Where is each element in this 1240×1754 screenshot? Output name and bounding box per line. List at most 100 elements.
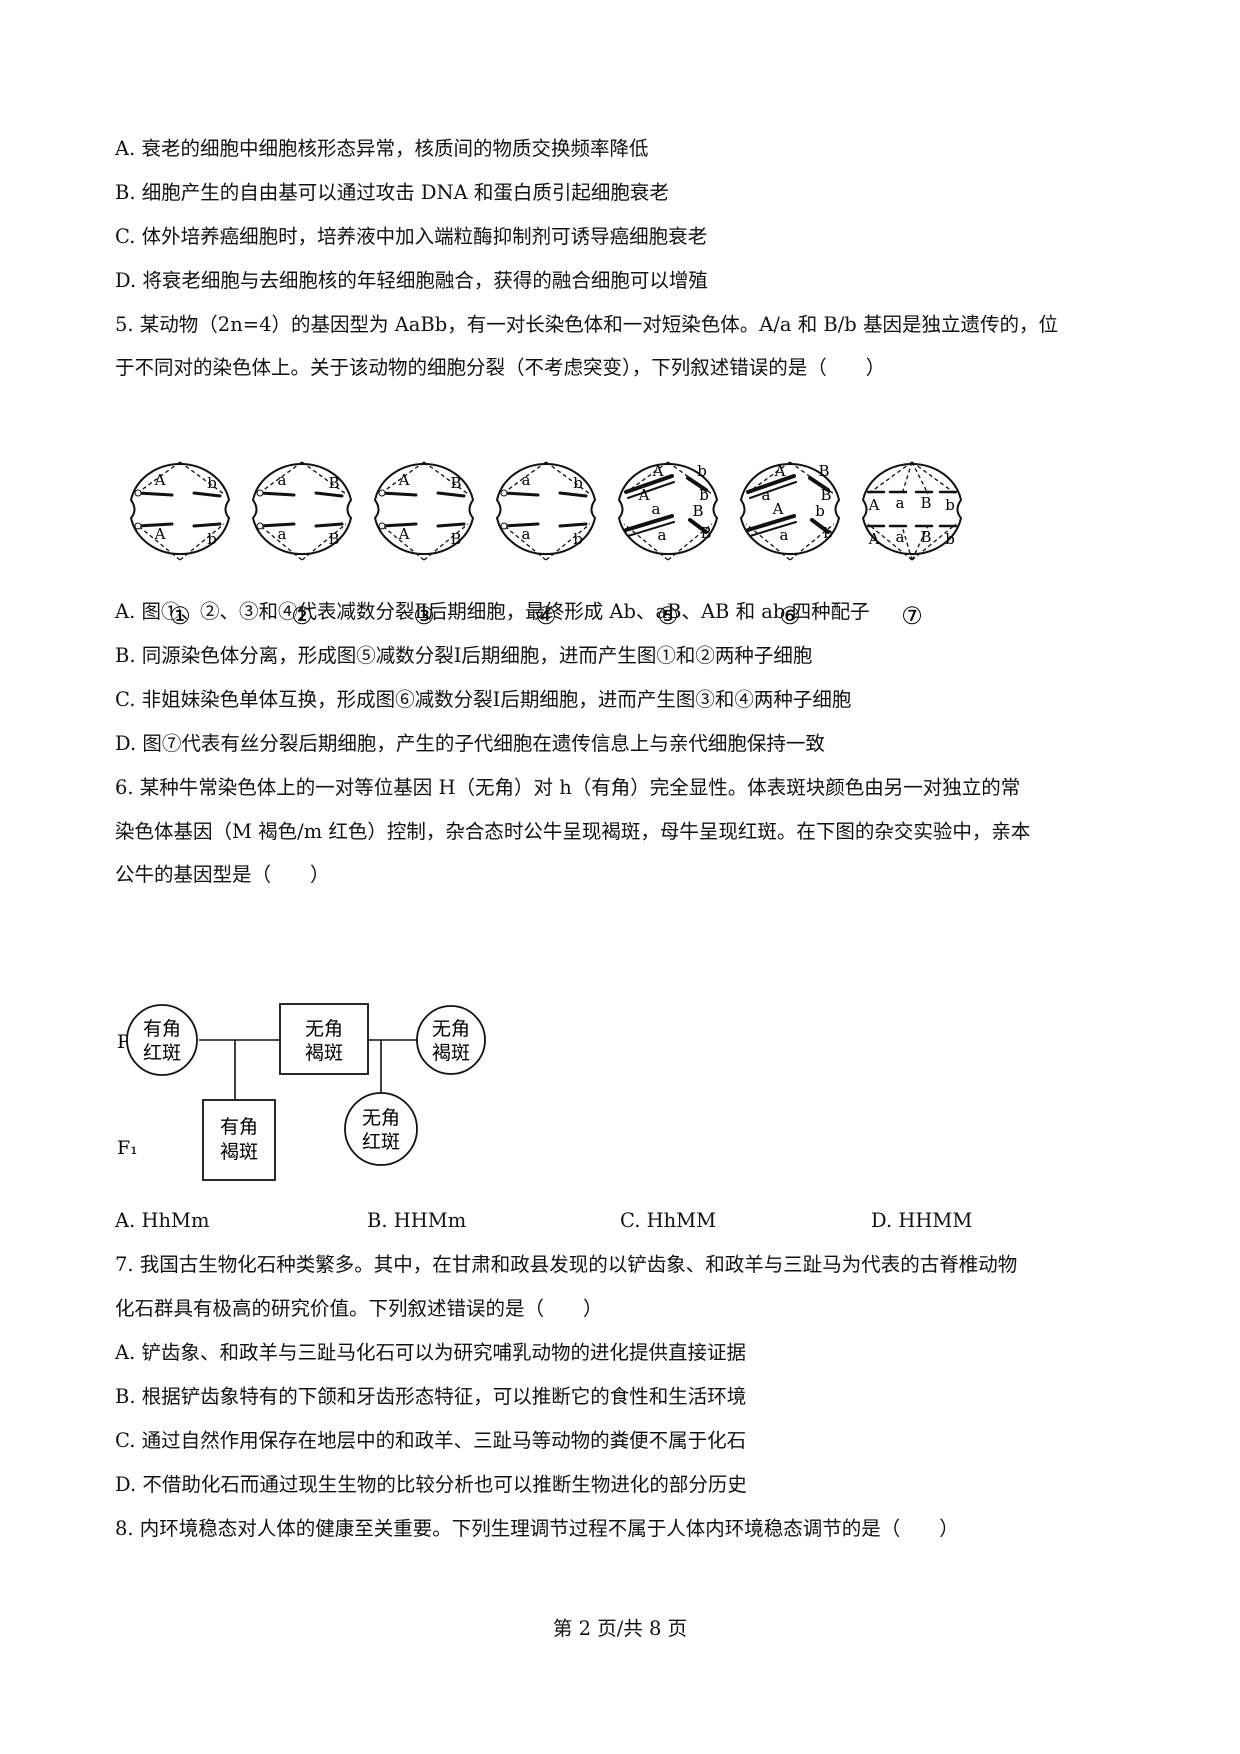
gene-label: a	[780, 526, 789, 544]
chromosome	[380, 491, 418, 497]
spindle-fiber	[911, 461, 957, 495]
figure-number-6: ⑥	[779, 602, 801, 630]
figure-number-4: ④	[535, 602, 557, 630]
gene-label: A	[868, 496, 880, 514]
q7-option-a: A. 铲齿象、和政羊与三趾马化石可以为研究哺乳动物的进化提供直接证据	[115, 1341, 746, 1364]
q6-stem-line1: 6. 某种牛常染色体上的一对等位基因 H（无角）对 h（有角）完全显性。体表斑块…	[115, 776, 1021, 799]
chromosome	[810, 518, 830, 534]
gene-label: b	[697, 462, 707, 480]
spindle-fiber	[135, 461, 181, 495]
cell-outline-2	[251, 462, 353, 556]
gene-label: A	[772, 500, 784, 518]
centromere	[378, 489, 386, 497]
cell-outline-3	[373, 462, 475, 556]
p-male-trait1: 无角	[305, 1018, 343, 1040]
gene-label: b	[573, 474, 583, 492]
spindle-fiber	[501, 461, 547, 495]
spindle-fiber	[911, 525, 929, 561]
f1-female-trait2: 红斑	[362, 1131, 400, 1153]
gene-label: a	[658, 526, 667, 544]
cell-outline-4	[495, 462, 597, 556]
gene-label: a	[896, 528, 905, 546]
gene-label: A	[154, 525, 166, 543]
gene-label: b	[207, 474, 217, 492]
figure-number-3: ③	[413, 602, 435, 630]
spindle-fiber	[911, 523, 957, 561]
gene-label: b	[823, 524, 833, 542]
q5-option-a: A. 图①、②、③和④代表减数分裂Ⅱ后期细胞，最终形成 Ab、aB、AB 和 a…	[115, 600, 870, 623]
gene-label: B	[820, 486, 831, 504]
f1-female-symbol	[344, 1092, 418, 1166]
chromosome	[502, 522, 540, 528]
spindle-fiber	[179, 523, 225, 561]
p-male-trait2: 褐斑	[305, 1042, 343, 1064]
q6-option-d: D. HHMM	[871, 1209, 973, 1232]
gene-label: B	[450, 530, 461, 548]
gene-label: b	[573, 530, 583, 548]
gene-label: A	[638, 486, 650, 504]
chromosome	[380, 522, 418, 528]
gene-label: A	[868, 530, 880, 548]
chromosome	[314, 522, 344, 528]
gene-label: b	[945, 530, 955, 548]
gene-label: A	[398, 525, 410, 543]
chromosome	[502, 491, 540, 497]
q5-option-c: C. 非姐妹染色单体互换，形成图⑥减数分裂Ⅰ后期细胞，进而产生图③和④两种子细胞	[115, 688, 852, 711]
gene-label: A	[398, 471, 410, 489]
q6-stem-line2: 染色体基因（M 褐色/m 红色）控制，杂合态时公牛呈现褐斑，母牛呈现红斑。在下图…	[115, 820, 1031, 843]
chromosome	[436, 491, 466, 498]
spindle-fiber	[901, 461, 913, 495]
spindle-fiber	[867, 523, 913, 561]
chromosome	[627, 521, 675, 537]
spindle-fiber	[901, 525, 913, 561]
spindle-fiber	[379, 523, 425, 561]
spindle-fiber	[135, 523, 181, 561]
spindle-fiber	[501, 523, 547, 561]
spindle-fiber	[379, 461, 425, 495]
gene-label: a	[278, 525, 287, 543]
chromosome	[746, 474, 796, 494]
chromosome	[746, 514, 796, 532]
figure-number-1: ①	[169, 602, 191, 630]
q4-option-b: B. 细胞产生的自由基可以通过攻击 DNA 和蛋白质引起细胞衰老	[115, 181, 669, 204]
chromosome	[749, 521, 797, 537]
gene-label: B	[328, 474, 339, 492]
chromosome	[808, 476, 830, 492]
centromere	[134, 489, 142, 497]
gene-label: B	[692, 502, 703, 520]
spindle-fiber	[545, 461, 591, 495]
f1-male-trait2: 褐斑	[220, 1141, 258, 1163]
gene-label: b	[945, 496, 955, 514]
gene-label: B	[450, 474, 461, 492]
cell-outline-7	[861, 462, 963, 556]
gene-label: b	[207, 530, 217, 548]
gene-label: A	[652, 462, 664, 480]
cell-outline-1	[129, 462, 231, 556]
q7-stem-line2: 化石群具有极高的研究价值。下列叙述错误的是（ ）	[115, 1297, 603, 1320]
p-female-right-symbol	[416, 1005, 486, 1075]
q5-stem-line1: 5. 某动物（2n=4）的基因型为 AaBb，有一对长染色体和一对短染色体。A/…	[115, 313, 1058, 336]
q5-option-b: B. 同源染色体分离，形成图⑤减数分裂Ⅰ后期细胞，进而产生图①和②两种子细胞	[115, 644, 813, 667]
centromere	[256, 489, 264, 497]
chromosome	[136, 522, 174, 528]
chromosome	[749, 481, 797, 499]
spindle-fiber	[545, 523, 591, 561]
q5-stem-line2: 于不同对的染色体上。关于该动物的细胞分裂（不考虑突变），下列叙述错误的是（ ）	[115, 356, 886, 379]
chromosome	[624, 474, 674, 494]
chromosome	[192, 491, 222, 498]
spindle-fiber	[911, 461, 929, 495]
chromosome	[686, 476, 708, 492]
pedigree-figure: P F₁ 有角 红斑 无角 褐斑 无角 褐斑 有角 褐斑 无角 红斑	[117, 1003, 486, 1181]
centromere	[378, 522, 386, 530]
q4-option-d: D. 将衰老细胞与去细胞核的年轻细胞融合，获得的融合细胞可以增殖	[115, 269, 708, 292]
q7-option-d: D. 不借助化石而通过现生生物的比较分析也可以推断生物进化的部分历史	[115, 1473, 747, 1496]
spindle-fiber	[745, 523, 791, 561]
chromosome	[558, 522, 588, 528]
chromosome	[258, 522, 296, 528]
p-female-left-trait2: 红斑	[143, 1042, 181, 1064]
gene-label: a	[278, 471, 287, 489]
spindle-fiber	[667, 523, 713, 561]
figure-number-7: ⑦	[901, 602, 923, 630]
spindle-fiber	[257, 461, 303, 495]
gene-label: a	[522, 471, 531, 489]
